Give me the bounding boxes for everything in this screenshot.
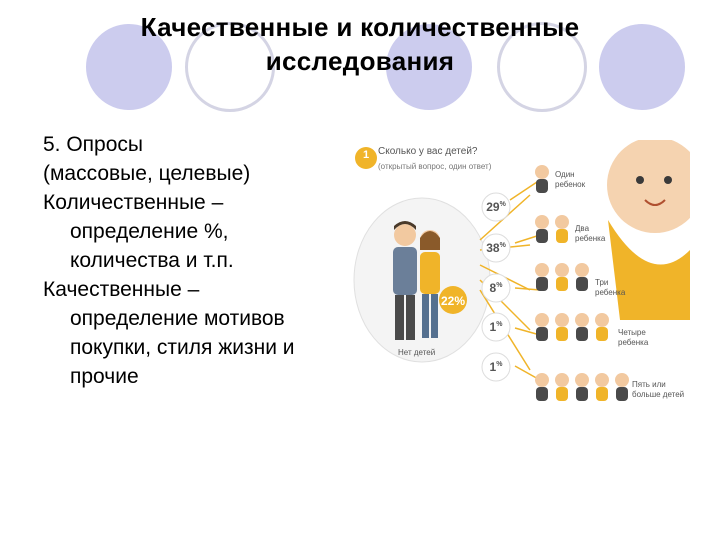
slide-title: Качественные и количественные исследован… bbox=[60, 10, 660, 78]
infographic-graphics bbox=[353, 140, 690, 401]
deco-circle-4 bbox=[497, 22, 587, 112]
row-3-pct: 8% bbox=[489, 281, 503, 295]
title-line-2: исследования bbox=[265, 46, 455, 76]
no-children-pct: 22% bbox=[440, 294, 466, 308]
row-5-pct: 1% bbox=[489, 360, 503, 374]
row-4-pct: 1% bbox=[489, 320, 503, 334]
survey-infographic: 1 Сколько у вас детей? (открытый вопрос,… bbox=[350, 140, 690, 415]
no-children-label: Нет детей bbox=[398, 348, 436, 357]
body-line: определение мотивов bbox=[70, 307, 285, 330]
deco-circle-3 bbox=[384, 22, 474, 112]
row-1-pct: 29% bbox=[486, 200, 506, 214]
question-number: 1 bbox=[362, 149, 370, 161]
body-line: Качественные – bbox=[43, 278, 200, 301]
question-note: (открытый вопрос, один ответ) bbox=[378, 162, 492, 171]
body-line: Количественные – bbox=[43, 191, 224, 214]
body-text: 5. Опросы (массовые, целевые) Количестве… bbox=[43, 130, 343, 391]
deco-circle-5 bbox=[597, 22, 687, 112]
body-line: (массовые, целевые) bbox=[43, 162, 251, 185]
title-line-1: Качественные и количественные bbox=[140, 12, 580, 42]
deco-circle-1 bbox=[84, 22, 174, 112]
row-2-pct: 38% bbox=[486, 241, 506, 255]
body-line: покупки, стиля жизни и bbox=[70, 336, 295, 359]
question-title: Сколько у вас детей? bbox=[378, 146, 478, 157]
body-line: прочие bbox=[70, 365, 139, 388]
deco-circle-2 bbox=[185, 22, 275, 112]
body-line: 5. Опросы bbox=[43, 133, 144, 156]
body-line: количества и т.п. bbox=[70, 249, 234, 272]
body-line: определение %, bbox=[70, 220, 229, 243]
